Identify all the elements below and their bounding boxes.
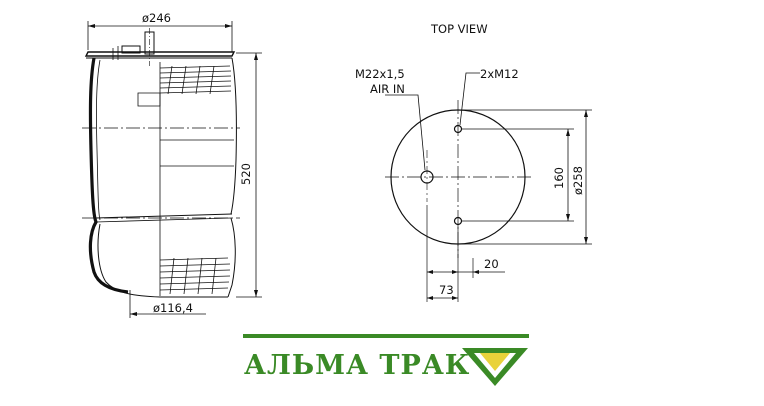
- bolts-label: 2xM12: [480, 67, 519, 81]
- air-inlet-thread-label: M22x1,5: [355, 67, 405, 81]
- bottom-diameter-label: ø116,4: [153, 301, 193, 315]
- air-inlet-label: AIR IN: [370, 82, 405, 96]
- height-label: 520: [239, 163, 253, 185]
- air-spring-side-view: [82, 21, 262, 318]
- brand-divider: [243, 334, 529, 338]
- brand-name: АЛЬМА ТРАК: [244, 350, 471, 381]
- top-view-title: TOP VIEW: [430, 22, 488, 36]
- bolt-spacing-label: 160: [552, 167, 566, 189]
- top-diameter-label: ø246: [142, 11, 171, 25]
- brand-logo-icon: [462, 348, 528, 386]
- top-view-drawing: [385, 72, 592, 302]
- offset-small-label: 20: [484, 257, 499, 271]
- outer-diameter-label: ø258: [571, 166, 585, 195]
- offset-large-label: 73: [439, 283, 454, 297]
